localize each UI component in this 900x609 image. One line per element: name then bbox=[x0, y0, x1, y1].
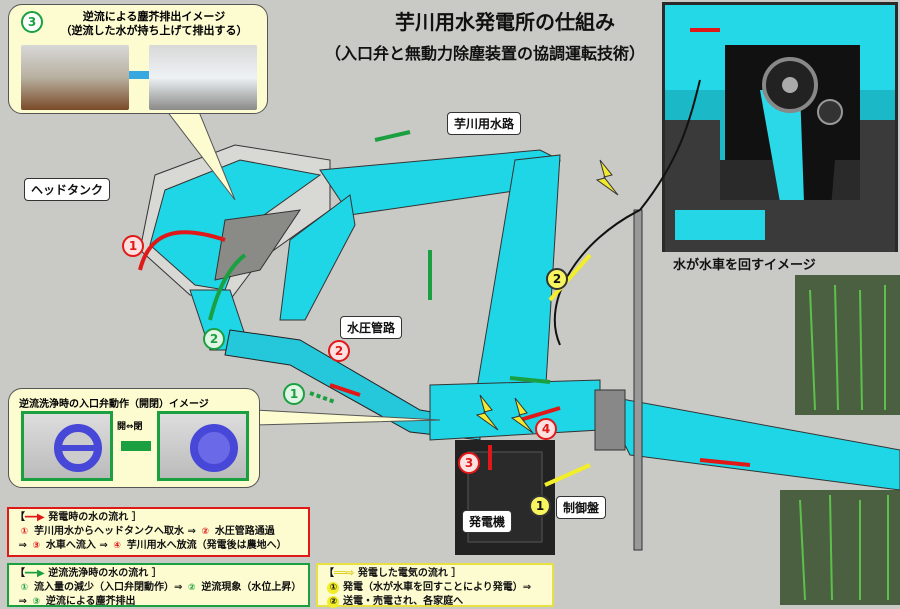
legend-text: 逆流現象（水位上昇） bbox=[201, 582, 302, 593]
bracket: 【 bbox=[324, 568, 334, 579]
legend-text: 発電（水が水車を回すことにより発電）⇒ bbox=[342, 582, 532, 593]
legend-header: 逆流洗浄時の水の流れ ］ bbox=[48, 568, 162, 579]
label-generator: 発電機 bbox=[462, 510, 513, 533]
page-subtitle: （入口弁と無動力除塵装置の協調運転技術） bbox=[324, 44, 645, 63]
num: ② bbox=[201, 527, 210, 537]
utility-pole bbox=[633, 209, 643, 551]
photo-before bbox=[21, 45, 129, 110]
num: ④ bbox=[113, 541, 122, 551]
green-step-badge: 2 bbox=[203, 328, 225, 350]
label-canal: 芋川用水路 bbox=[447, 112, 522, 135]
step-badge: 3 bbox=[21, 11, 43, 33]
red-step-badge: 3 bbox=[458, 452, 480, 474]
num: ① bbox=[327, 582, 340, 594]
yellow-step-badge: 1 bbox=[529, 495, 551, 517]
legend-backwash-flow: 【━━▶ 逆流洗浄時の水の流れ ］ ① 流入量の減少（入口弁閉動作）⇒ ② 逆流… bbox=[7, 563, 310, 607]
yellow-step-badge: 2 bbox=[546, 268, 568, 290]
photo-after bbox=[149, 45, 257, 110]
valve-open-image bbox=[21, 411, 113, 481]
legend-text: 水圧管路通過 bbox=[214, 526, 275, 537]
arrow: ⇒ bbox=[18, 540, 27, 551]
num: ② bbox=[327, 596, 340, 608]
rice-field bbox=[780, 490, 900, 605]
red-step-badge: 2 bbox=[328, 340, 350, 362]
arrow: ⇒ bbox=[99, 540, 108, 551]
arrow: ⇒ bbox=[187, 526, 196, 537]
num: ① bbox=[20, 583, 29, 593]
num: ① bbox=[20, 527, 29, 537]
num: ③ bbox=[32, 541, 41, 551]
lightning-icon bbox=[475, 159, 619, 434]
legend-power-flow: 【━━▶ 発電時の水の流れ ］ ① 芋川用水からヘッドタンクへ取水 ⇒ ② 水圧… bbox=[7, 507, 310, 557]
label-head-tank: ヘッドタンク bbox=[24, 178, 111, 201]
legend-header: 発電時の水の流れ ］ bbox=[48, 512, 142, 523]
legend-electric-flow: 【══⇨ 発電した電気の流れ ］ ① 発電（水が水車を回すことにより発電）⇒ ②… bbox=[316, 563, 554, 608]
legend-text: 水車へ流入 bbox=[45, 540, 96, 551]
callout-subtitle: （逆流した水が持ち上げて排出する） bbox=[60, 24, 248, 37]
yellow-arrow-icon: ══⇨ bbox=[334, 568, 355, 579]
control-box bbox=[594, 389, 626, 451]
debris-callout: 3 逆流による塵芥排出イメージ （逆流した水が持ち上げて排出する） bbox=[8, 4, 268, 114]
label-penstock: 水圧管路 bbox=[340, 316, 403, 339]
valve-closed-image bbox=[157, 411, 249, 481]
bracket: 【 bbox=[15, 512, 25, 523]
legend-text: 送電・売電され、各家庭へ bbox=[342, 596, 464, 607]
legend-text: 逆流による塵芥排出 bbox=[45, 596, 136, 607]
green-step-badge: 1 bbox=[283, 383, 305, 405]
green-arrow-icon: ━━▶ bbox=[25, 568, 45, 579]
callout-title: 逆流洗浄時の入口弁動作（開閉）イメージ bbox=[19, 399, 209, 410]
num: ③ bbox=[32, 597, 41, 607]
red-step-badge: 4 bbox=[535, 418, 557, 440]
valve-callout: 逆流洗浄時の入口弁動作（開閉）イメージ 開⇔閉 bbox=[8, 388, 260, 488]
label-waterwheel-image: 水が水車を回すイメージ bbox=[673, 258, 816, 273]
legend-text: 流入量の減少（入口弁閉動作）⇒ bbox=[33, 582, 183, 593]
double-arrow-icon bbox=[121, 441, 151, 451]
bracket: 【 bbox=[15, 568, 25, 579]
num: ② bbox=[188, 583, 196, 593]
legend-text: 芋川用水へ放流（発電後は農地へ） bbox=[126, 540, 287, 551]
legend-header: 発電した電気の流れ ］ bbox=[357, 568, 462, 579]
waterwheel-inset bbox=[662, 2, 898, 252]
arrow-right-icon bbox=[129, 71, 149, 79]
red-arrow-icon: ━━▶ bbox=[25, 512, 45, 523]
callout-title: 逆流による塵芥排出イメージ bbox=[82, 10, 226, 23]
label-control-panel: 制御盤 bbox=[556, 496, 607, 519]
red-step-badge: 1 bbox=[122, 235, 144, 257]
toggle-label: 開⇔閉 bbox=[117, 422, 143, 432]
legend-text: 芋川用水からヘッドタンクへ取水 bbox=[33, 526, 184, 537]
arrow: ⇒ bbox=[18, 596, 27, 607]
page-title: 芋川用水発電所の仕組み bbox=[395, 10, 615, 34]
